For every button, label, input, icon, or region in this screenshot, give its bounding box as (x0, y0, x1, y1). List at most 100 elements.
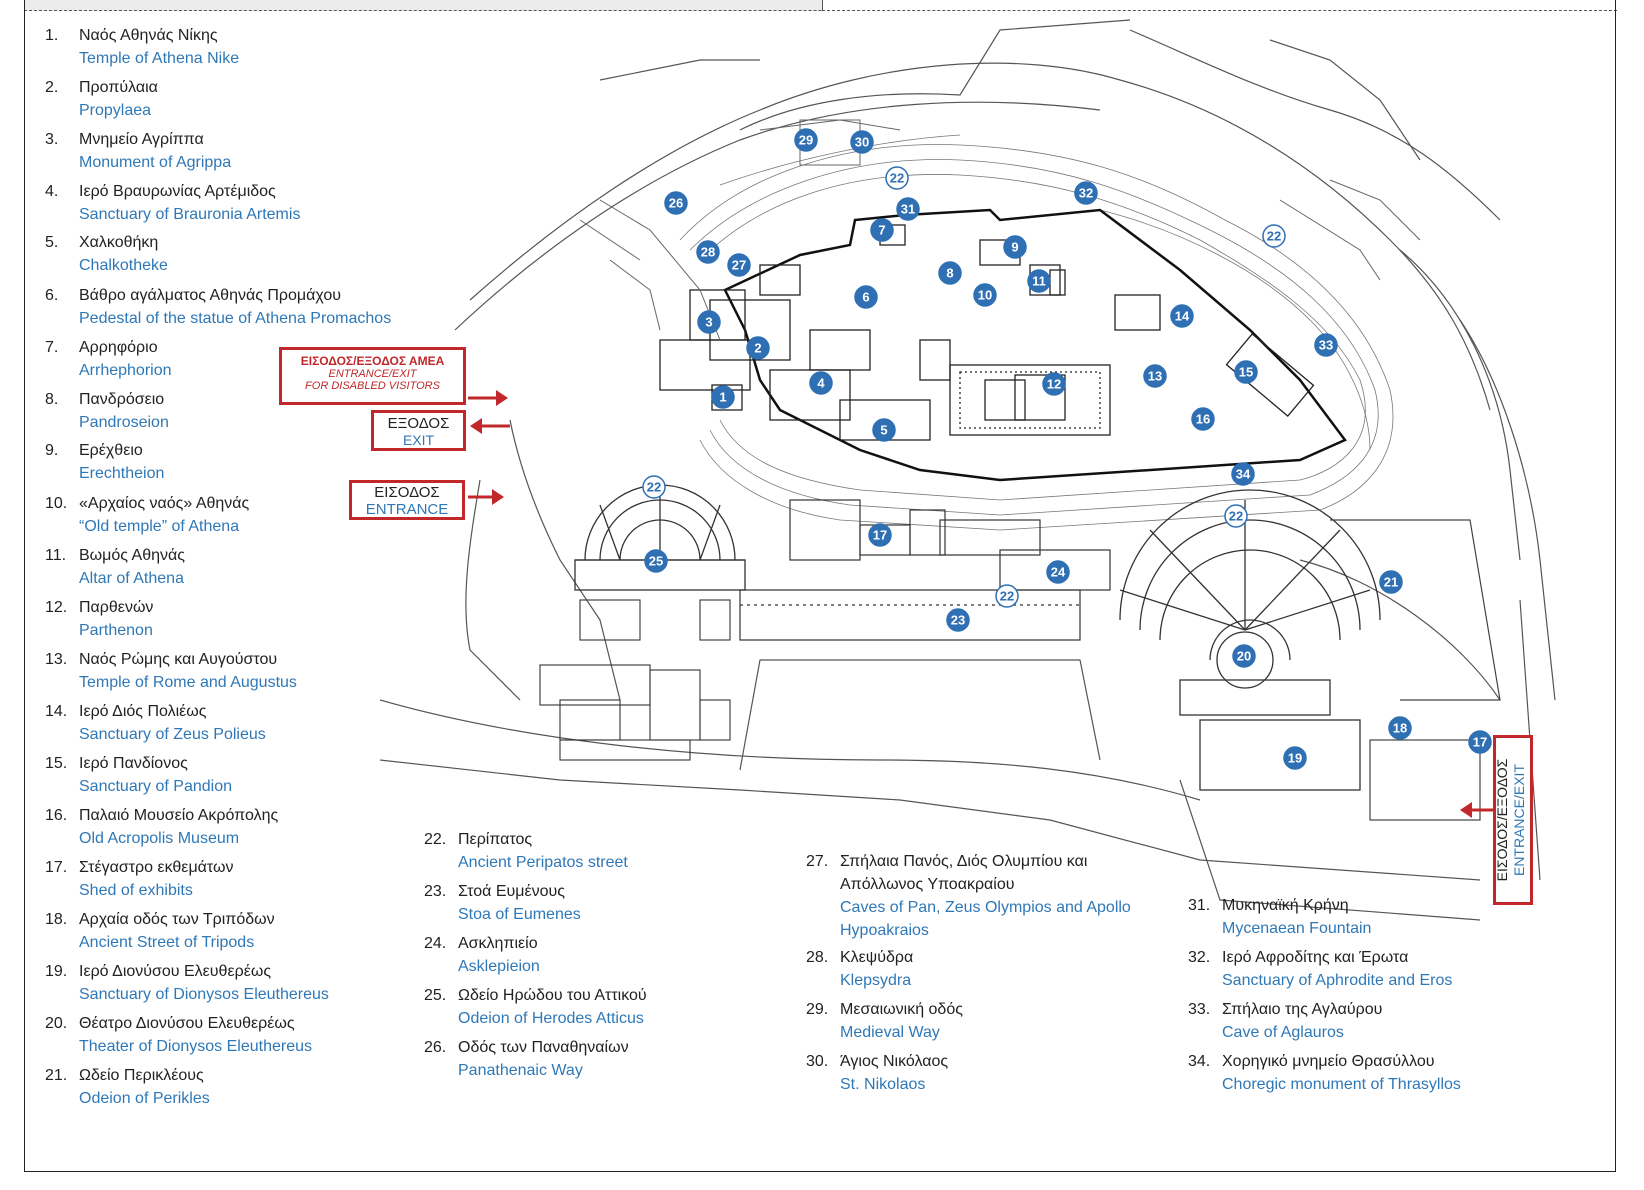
legend-greek-name: Κλεψύδρα (840, 949, 914, 966)
site-marker-number: 8 (946, 266, 953, 281)
site-marker-circle (697, 310, 721, 334)
site-marker-circle (696, 240, 720, 264)
legend-number: 33. (1188, 1001, 1211, 1018)
legend-english-name: Old Acropolis Museum (79, 830, 240, 847)
sign-entrance-english: ENTRANCE (365, 501, 449, 518)
legend-english-name: Pandroseion (79, 414, 169, 431)
site-marker-number: 22 (1000, 589, 1014, 604)
north-slope-paths (579, 119, 1421, 341)
site-marker-number: 30 (855, 135, 869, 150)
legend-greek-name: Στοά Ευμένους (458, 883, 565, 900)
legend-greek-name: Μυκηναϊκή Κρήνη (1222, 897, 1349, 914)
legend-english-name: Erechtheion (79, 465, 165, 482)
legend-english-name: Choregic monument of Thrasyllos (1222, 1076, 1461, 1093)
site-marker-number: 14 (1175, 309, 1190, 324)
legend-number: 27. (806, 853, 829, 870)
site-marker: 15 (1234, 360, 1258, 384)
top-margin-band-right (822, 0, 1617, 11)
site-marker: 27 (727, 253, 751, 277)
site-marker: 22 (1224, 504, 1248, 528)
site-marker-circle (973, 283, 997, 307)
legend-greek-name: Αρρηφόριο (79, 339, 158, 356)
legend-number: 25. (424, 987, 447, 1004)
legend-english-name: Odeion of Perikles (79, 1090, 210, 1107)
site-marker-number: 7 (878, 223, 885, 238)
site-marker-number: 22 (1267, 229, 1281, 244)
site-marker-number: 17 (1473, 735, 1487, 750)
legend-number: 32. (1188, 949, 1211, 966)
buildings (659, 224, 1315, 441)
site-marker-number: 20 (1237, 649, 1251, 664)
legend-number: 1. (45, 27, 59, 44)
legend-number: 4. (45, 183, 59, 200)
legend-greek-name: Οδός των Παναθηναίων (458, 1039, 629, 1056)
site-marker-circle (872, 418, 896, 442)
legend-greek-name: Ιερό Πανδίονος (79, 755, 188, 772)
legend-number: 10. (45, 495, 68, 512)
site-marker: 11 (1027, 269, 1051, 293)
site-marker-circle (1231, 462, 1255, 486)
site-marker: 31 (896, 197, 920, 221)
site-marker: 8 (938, 261, 962, 285)
site-marker-number: 25 (649, 554, 663, 569)
site-marker-circle (1468, 730, 1492, 754)
legend-english-name: Mycenaean Fountain (1222, 920, 1372, 937)
legend-number: 34. (1188, 1053, 1211, 1070)
site-marker: 17 (868, 523, 892, 547)
legend-greek-name: Περίπατος (458, 831, 533, 848)
site-marker-number: 32 (1079, 186, 1093, 201)
site-marker-circle (746, 336, 770, 360)
legend-number: 23. (424, 883, 447, 900)
legend-greek-name: Ναός Αθηνάς Νίκης (79, 27, 218, 44)
sign-disabled-english-2: FOR DISABLED VISITORS (305, 380, 440, 392)
legend-number: 13. (45, 651, 68, 668)
site-marker: 1 (711, 385, 735, 409)
sign-disabled-greek: ΕΙΣΟΔΟΣ/ΕΞΟΔΟΣ ΑΜΕΑ (300, 354, 445, 368)
site-marker: 12 (1042, 372, 1066, 396)
site-marker-number: 34 (1236, 467, 1251, 482)
legend-greek-name-cont: Απόλλωνος Υποακραίου (840, 876, 1015, 893)
site-marker-number: 26 (669, 196, 683, 211)
legend-english-name: Pedestal of the statue of Athena Promach… (79, 310, 392, 327)
site-marker-number: 22 (1229, 509, 1243, 524)
site-marker: 5 (872, 418, 896, 442)
site-marker-number: 12 (1047, 377, 1061, 392)
sign-exit-greek: ΕΞΟΔΟΣ (387, 415, 450, 432)
entrance-arrows (468, 390, 1495, 818)
legend-greek-name: Θέατρο Διονύσου Ελευθερέως (79, 1015, 295, 1032)
legend-english-name: Temple of Athena Nike (79, 50, 240, 67)
site-marker-number: 24 (1051, 565, 1066, 580)
site-marker: 17 (1468, 730, 1492, 754)
outer-terrain-lines (379, 19, 1556, 921)
legend-greek-name: Σπήλαια Πανός, Διός Ολυμπίου και (840, 853, 1088, 870)
legend-number: 3. (45, 131, 59, 148)
theater-of-dionysos (1119, 489, 1381, 791)
site-marker-circle (1314, 333, 1338, 357)
site-marker-circle (1046, 560, 1070, 584)
site-marker-circle (870, 218, 894, 242)
site-marker-circle (727, 253, 751, 277)
legend-number: 16. (45, 807, 68, 824)
site-marker-circle (938, 261, 962, 285)
site-marker: 28 (696, 240, 720, 264)
legend-number: 29. (806, 1001, 829, 1018)
legend-number: 24. (424, 935, 447, 952)
legend-number: 20. (45, 1015, 68, 1032)
legend-english-name: Medieval Way (840, 1024, 940, 1041)
site-marker: 10 (973, 283, 997, 307)
site-marker: 19 (1283, 746, 1307, 770)
site-marker-number: 33 (1319, 338, 1333, 353)
acropolis-walls (723, 208, 1347, 482)
site-marker: 22 (885, 166, 909, 190)
legend-number: 18. (45, 911, 68, 928)
legend-greek-name: Αρχαία οδός των Τριπόδων (79, 911, 275, 928)
